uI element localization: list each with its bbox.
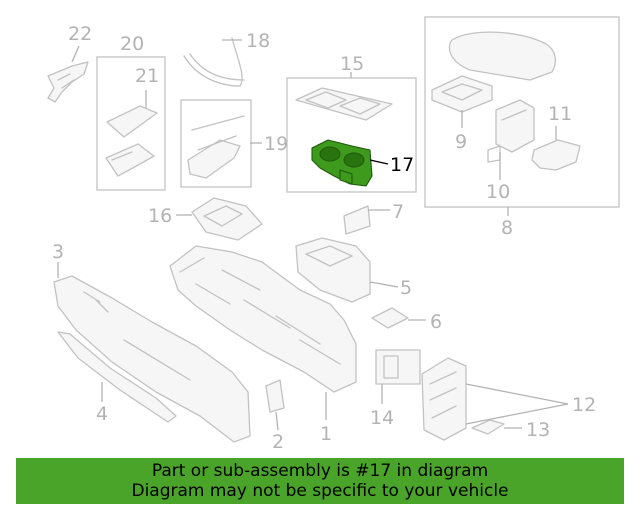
part-11-shape bbox=[531, 139, 581, 171]
info-banner: Part or sub-assembly is #17 in diagram D… bbox=[16, 458, 624, 504]
part-1-console bbox=[169, 245, 357, 393]
callout-1: 1 bbox=[320, 423, 332, 445]
callout-5: 5 bbox=[400, 277, 412, 299]
part-3-panel bbox=[53, 275, 251, 443]
callout-9: 9 bbox=[455, 131, 467, 153]
callout-2: 2 bbox=[272, 431, 284, 453]
part-17-cup-holder bbox=[311, 139, 373, 187]
part-19-shape bbox=[187, 139, 241, 179]
banner-line-2: Diagram may not be specific to your vehi… bbox=[131, 481, 509, 501]
group-box-8 bbox=[424, 16, 620, 208]
part-4-strip bbox=[57, 331, 177, 423]
parts-diagram: 22 20 21 18 19 15 17 9 10 11 8 16 7 5 6 … bbox=[47, 16, 620, 453]
part-8-lid bbox=[448, 31, 557, 81]
callout-16: 16 bbox=[148, 205, 172, 227]
part-7-shape bbox=[343, 205, 371, 235]
callout-19: 19 bbox=[264, 133, 288, 155]
part-16-shape bbox=[191, 197, 263, 241]
callout-4: 4 bbox=[96, 403, 108, 425]
callout-17: 17 bbox=[390, 154, 414, 176]
part-6-shape bbox=[371, 307, 409, 329]
callout-11: 11 bbox=[548, 103, 572, 125]
part-20-shape bbox=[105, 143, 155, 177]
part-13-shape bbox=[471, 419, 505, 435]
group-box-20 bbox=[96, 56, 166, 191]
part-18-shape bbox=[183, 37, 245, 87]
leader-lines bbox=[57, 39, 569, 431]
callout-7: 7 bbox=[392, 201, 404, 223]
callout-8: 8 bbox=[501, 217, 513, 239]
callout-20: 20 bbox=[120, 33, 144, 55]
part-5-shape bbox=[295, 237, 371, 303]
callout-22: 22 bbox=[68, 23, 92, 45]
callout-21: 21 bbox=[135, 65, 159, 87]
part-2-shape bbox=[265, 379, 285, 413]
part-9-shape bbox=[431, 75, 493, 113]
callout-14: 14 bbox=[370, 407, 394, 429]
callout-3: 3 bbox=[52, 241, 64, 263]
banner-line-1: Part or sub-assembly is #17 in diagram bbox=[151, 461, 489, 481]
callout-6: 6 bbox=[430, 311, 442, 333]
part-21-shape bbox=[106, 105, 158, 138]
part-12-panel bbox=[421, 357, 467, 441]
callout-13: 13 bbox=[526, 419, 550, 441]
callout-18: 18 bbox=[246, 30, 270, 52]
callout-10: 10 bbox=[486, 181, 510, 203]
part-10-shape bbox=[495, 99, 535, 153]
callout-12: 12 bbox=[572, 394, 596, 416]
callout-15: 15 bbox=[340, 53, 364, 75]
part-22-shape bbox=[47, 61, 89, 103]
